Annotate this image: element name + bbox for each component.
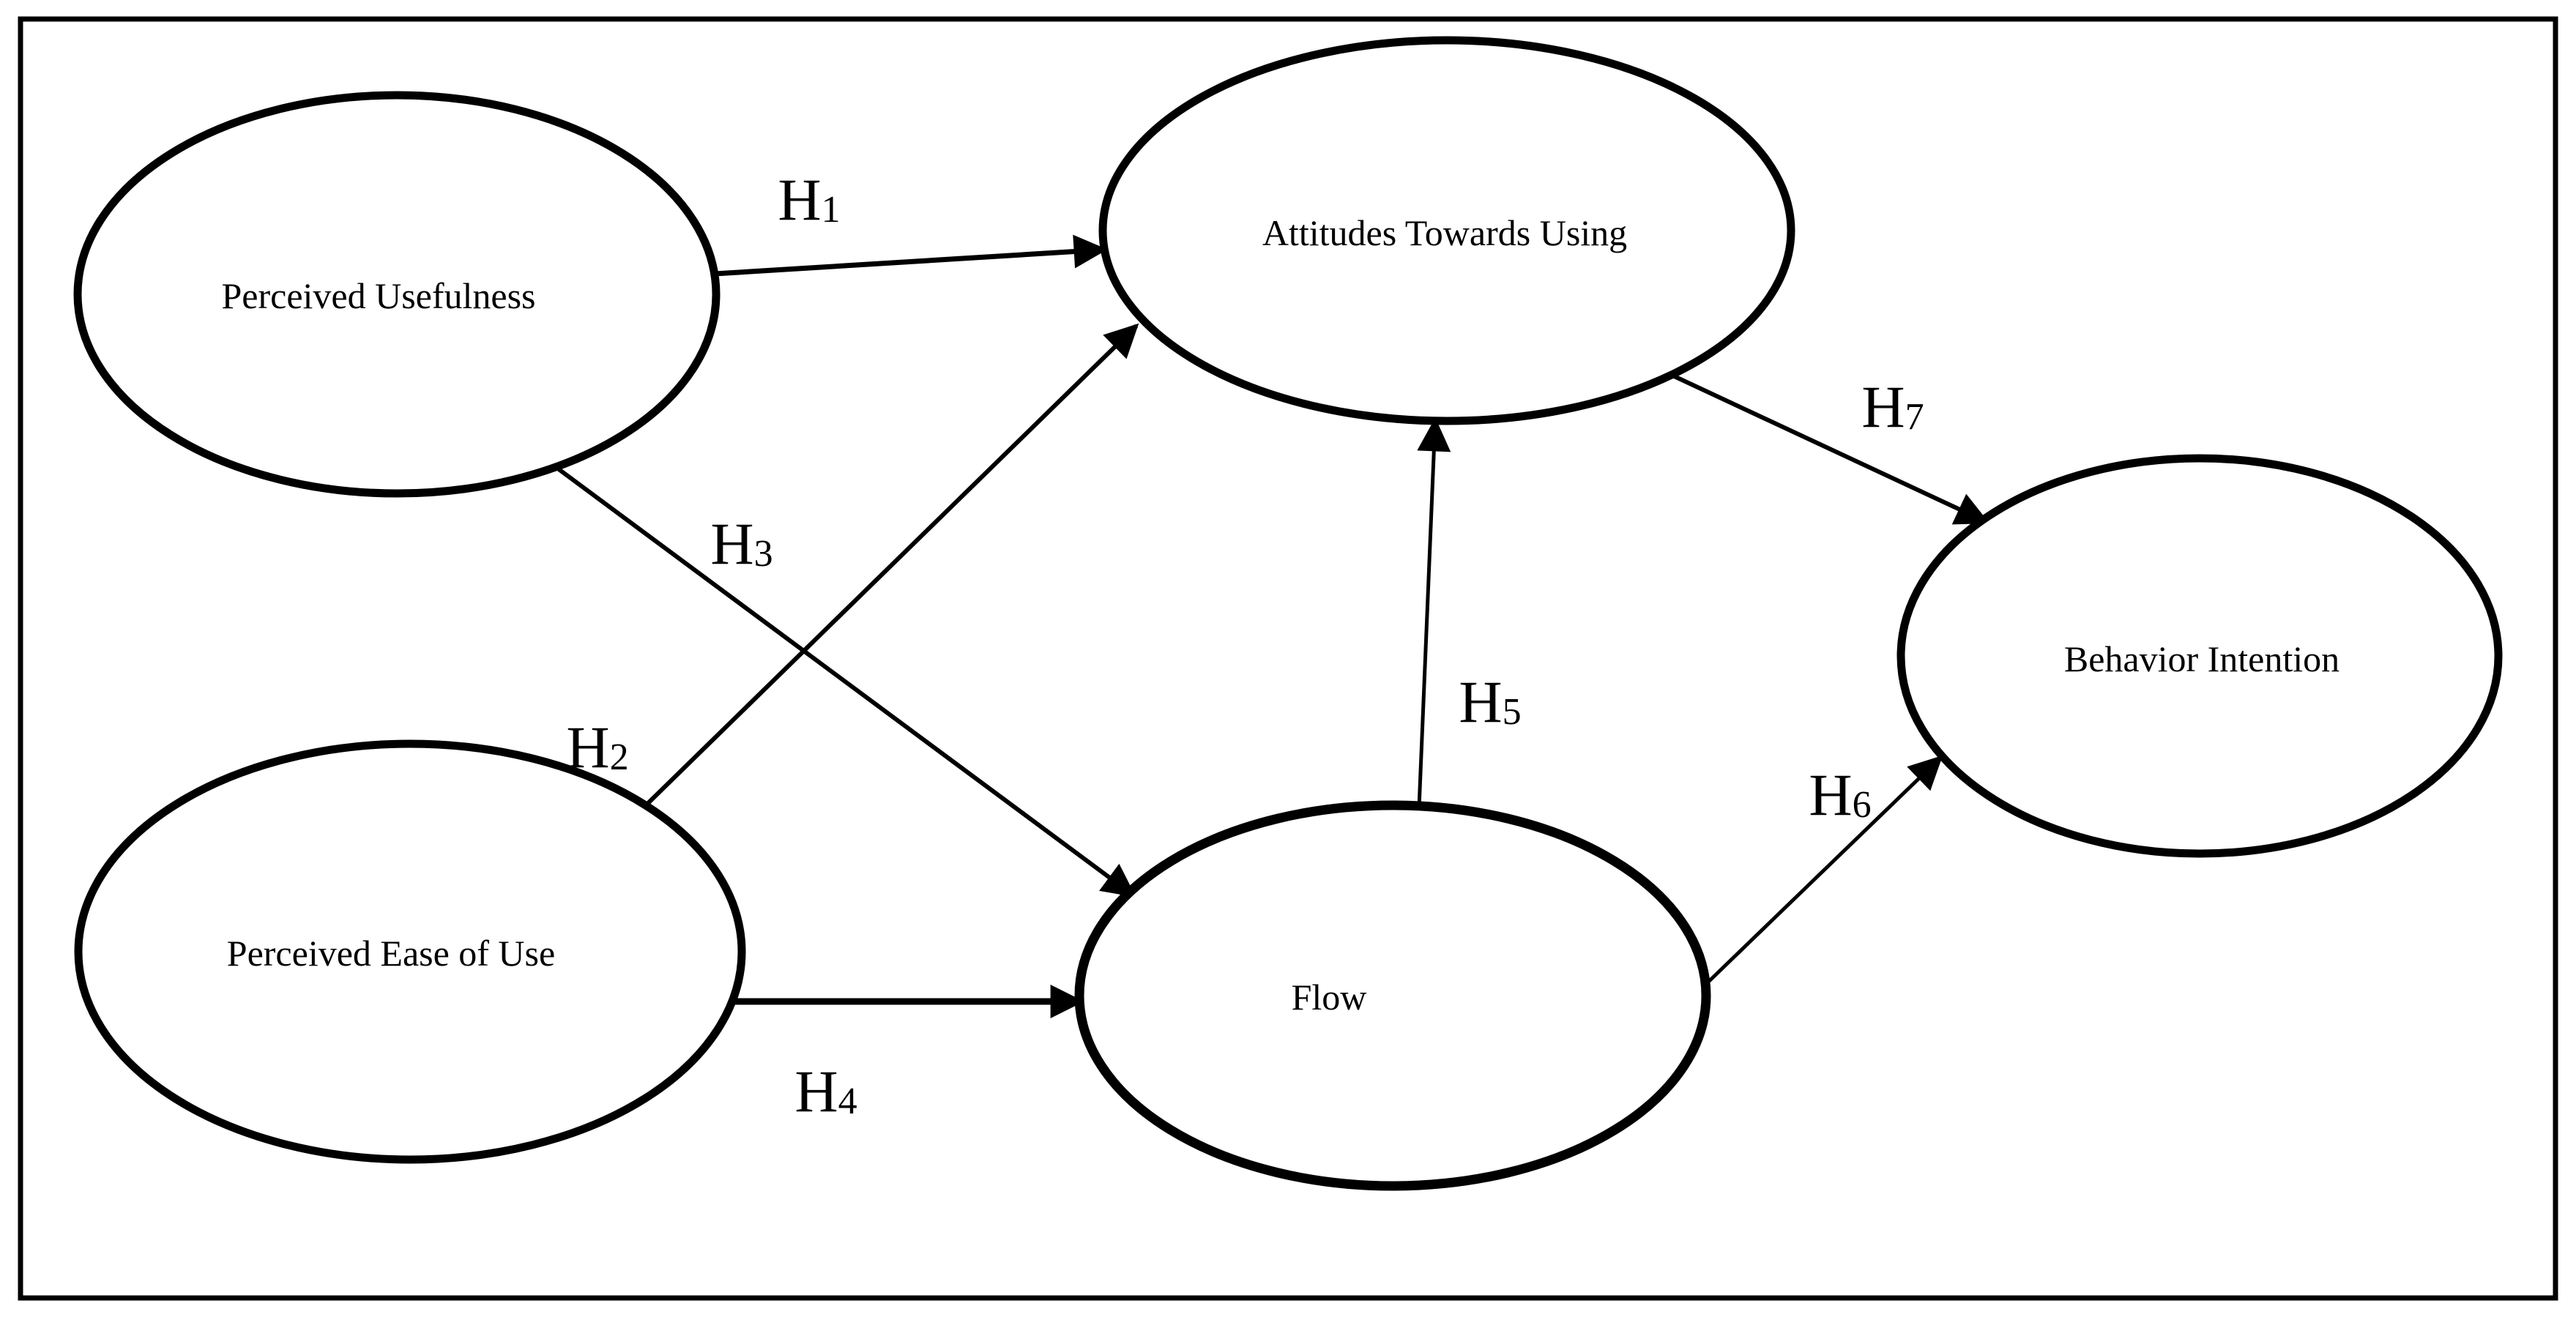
- node-attitudes-towards-using: [1098, 36, 1795, 425]
- edge-h5-label: H5: [1459, 668, 1521, 735]
- node-perceived-usefulness-label: Perceived Usefulness: [221, 275, 535, 316]
- edge-h6-label: H6: [1809, 761, 1871, 828]
- edge-h7-label: H7: [1861, 373, 1924, 440]
- node-flow: [1074, 800, 1711, 1191]
- edge-h3-label: H3: [710, 510, 773, 577]
- node-perceived-ease-of-use: [74, 739, 746, 1164]
- node-flow-label: Flow: [1292, 977, 1367, 1018]
- node-attitudes-towards-using-label: Attitudes Towards Using: [1262, 212, 1627, 253]
- edge-h3-arrow: [551, 463, 1136, 898]
- node-perceived-usefulness: [73, 91, 721, 498]
- figure-border: [18, 16, 2558, 1301]
- edge-h1-label: H1: [778, 166, 840, 233]
- node-behavior-intention: [1896, 454, 2503, 858]
- edge-h6-arrow: [1702, 755, 1943, 988]
- edge-h5-arrow: [1417, 417, 1451, 808]
- edge-h7-arrow: [1669, 373, 1990, 525]
- edge-h1-arrow: [714, 234, 1108, 277]
- node-perceived-ease-of-use-label: Perceived Ease of Use: [227, 933, 555, 974]
- edge-h4-label: H4: [794, 1058, 857, 1124]
- edge-h2-arrow: [644, 323, 1139, 807]
- node-behavior-intention-label: Behavior Intention: [2064, 638, 2339, 679]
